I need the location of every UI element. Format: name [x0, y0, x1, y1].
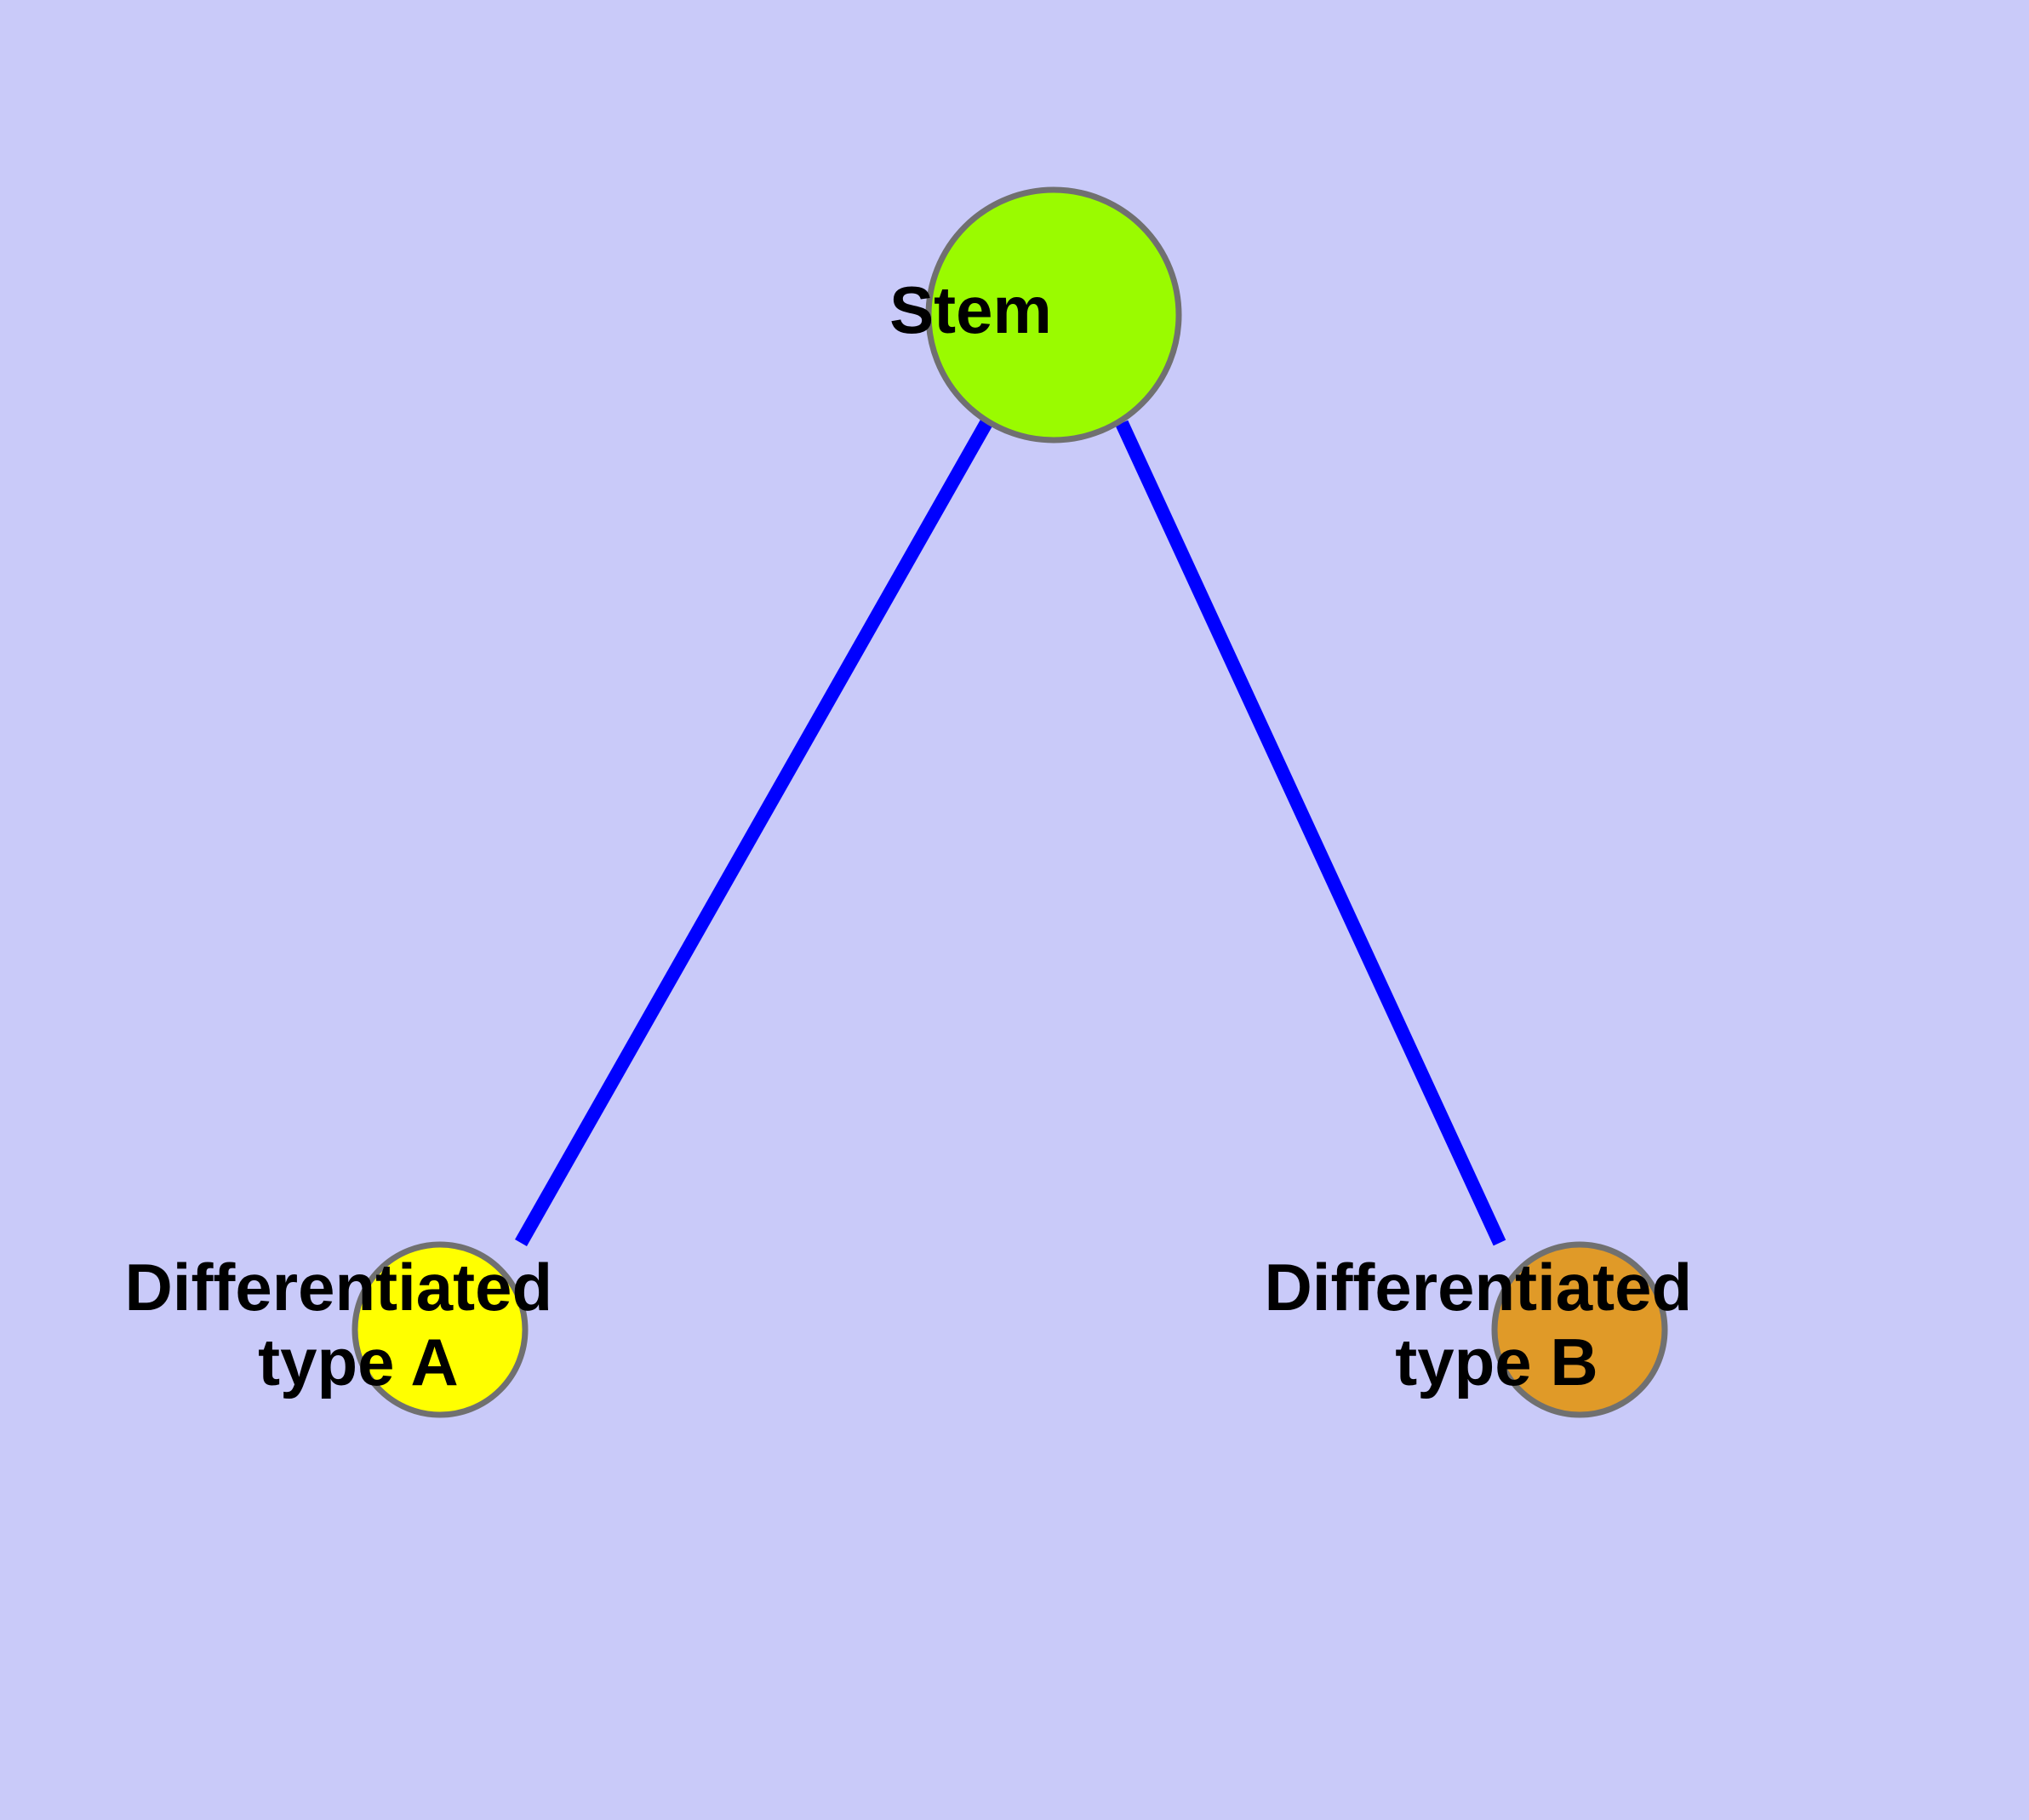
edge-stem-to-differentiated-type-b[interactable]	[1115, 420, 1506, 1246]
node-differentiated-type-b-label: Differentiated type B	[1264, 1250, 1895, 1399]
node-stem-circle[interactable]	[925, 186, 1182, 444]
node-stem-label: Stem	[889, 272, 1218, 347]
node-differentiated-type-a-label: Differentiated type A	[124, 1250, 755, 1399]
node-differentiated-type-a[interactable]: Differentiated type A	[124, 1241, 755, 1418]
node-stem-label-line1: Stem	[889, 272, 1052, 347]
node-differentiated-type-b-label-line2: type B	[1395, 1325, 1597, 1399]
node-differentiated-type-a-circle[interactable]	[352, 1241, 529, 1418]
node-stem[interactable]: Stem	[889, 186, 1218, 444]
node-differentiated-type-b-label-line1: Differentiated	[1264, 1250, 1692, 1325]
node-differentiated-type-b[interactable]: Differentiated type B	[1264, 1241, 1895, 1418]
edge-stem-to-differentiated-type-a[interactable]	[515, 418, 993, 1246]
node-differentiated-type-b-circle[interactable]	[1491, 1241, 1668, 1418]
nodes-layer: Stem Differentiated type A Differentiate…	[124, 186, 1895, 1418]
node-differentiated-type-a-label-line1: Differentiated	[124, 1250, 552, 1325]
node-differentiated-type-a-label-line2: type A	[258, 1325, 457, 1399]
edges-layer	[515, 418, 1506, 1246]
